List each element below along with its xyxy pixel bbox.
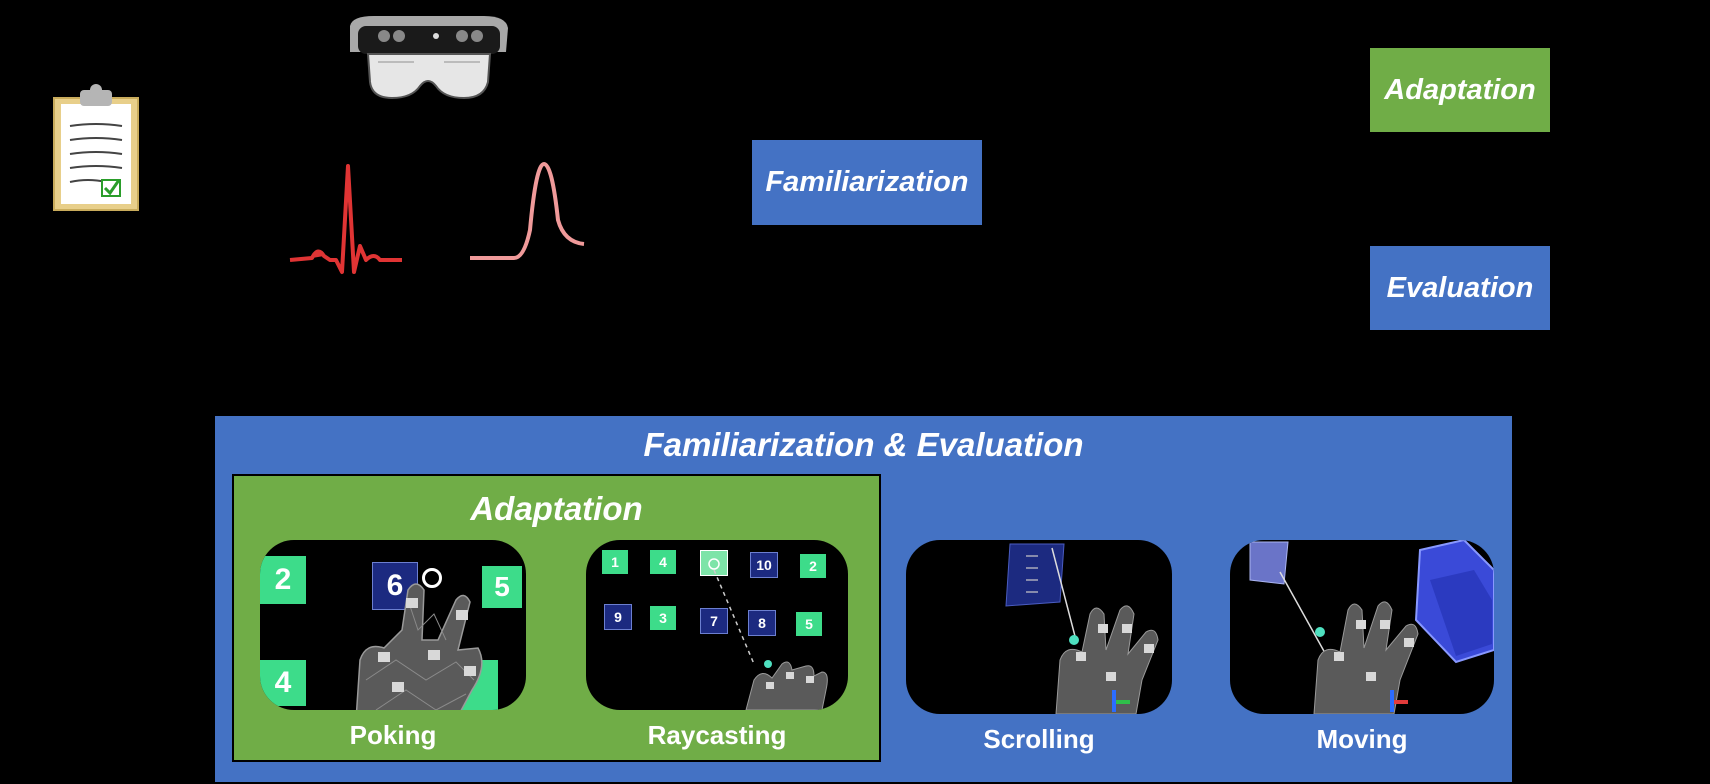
- familiarization-box: Familiarization: [752, 140, 982, 225]
- clipboard-icon: [53, 84, 139, 211]
- tile: 10: [750, 552, 778, 578]
- raycasting-label: Raycasting: [647, 720, 787, 750]
- fingertip-cursor: [422, 568, 442, 588]
- moving-label: Moving: [1316, 724, 1408, 754]
- ar-headset-icon: [350, 16, 508, 100]
- tile: 7: [700, 608, 728, 634]
- tile: 5: [796, 612, 822, 636]
- tile: 8: [748, 610, 776, 636]
- tile: 2: [800, 554, 826, 578]
- tile: 2: [260, 556, 306, 604]
- adaptation-box: Adaptation: [1370, 48, 1550, 132]
- familiarization-evaluation-frame: Familiarization & Evaluation Adaptation …: [215, 416, 1512, 782]
- ray-pointer: [708, 558, 828, 710]
- scrolling-label: Scrolling: [983, 724, 1095, 754]
- moving-scene: [1249, 540, 1494, 714]
- scrolling-scene: [1005, 543, 1159, 714]
- tile: 4: [260, 660, 306, 706]
- tile: 3: [650, 606, 676, 630]
- tile: 4: [650, 550, 676, 574]
- frame-title: Familiarization & Evaluation: [643, 426, 1084, 463]
- poking-label: Poking: [349, 720, 437, 750]
- moving-panel: [1230, 540, 1494, 714]
- ecg-signal-icon: [289, 164, 402, 274]
- eda-signal-icon: [470, 161, 585, 260]
- hand-icon: [355, 583, 483, 710]
- tile: 5: [482, 566, 522, 608]
- raycasting-panel: 1 4 10 2 9 3 7 8 5: [586, 540, 848, 710]
- evaluation-box: Evaluation: [1370, 246, 1550, 330]
- adaptation-frame-title: Adaptation: [470, 490, 643, 527]
- poking-panel: 2 6 5 4 8: [260, 540, 526, 710]
- tile: 9: [604, 604, 632, 630]
- scrolling-panel: [906, 540, 1172, 714]
- tile: 1: [602, 550, 628, 574]
